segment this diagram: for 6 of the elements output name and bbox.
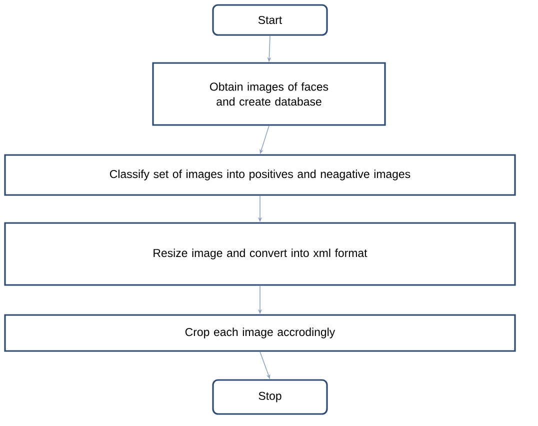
process-box: Resize image and convert into xml format (4, 222, 516, 286)
process-box: Crop each image accrodingly (4, 314, 516, 352)
process-box: Obtain images of faces and create database (152, 62, 386, 126)
terminal-box: Stop (212, 379, 328, 415)
process-box: Classify set of images into positives and neagative images (4, 154, 516, 196)
terminal-box: Start (212, 4, 328, 36)
